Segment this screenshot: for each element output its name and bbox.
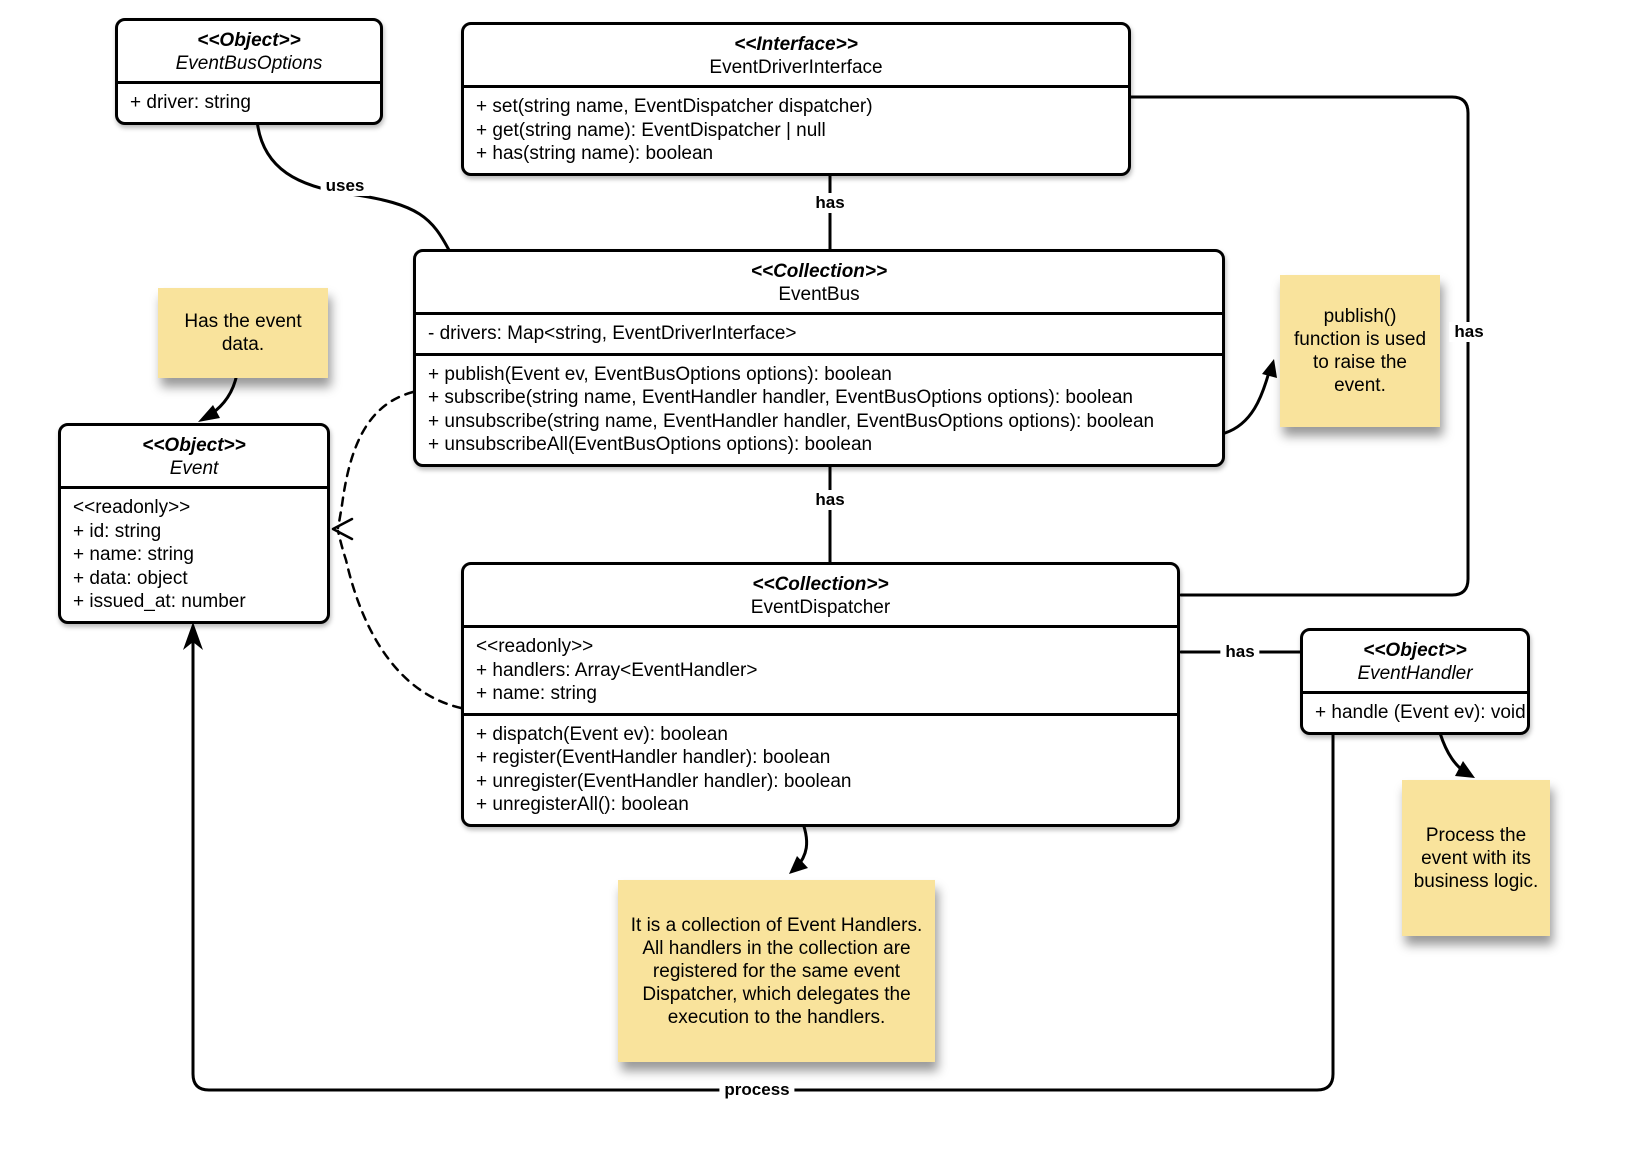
edge-label-uses: uses xyxy=(320,176,370,196)
class-method: + get(string name): EventDispatcher | nu… xyxy=(476,119,826,141)
class-stereotype: <<Interface>> xyxy=(734,34,858,55)
attributes-section: <<readonly>> + handlers: Array<EventHand… xyxy=(464,625,1177,713)
methods-section: + set(string name, EventDispatcher dispa… xyxy=(464,85,1128,173)
class-method: + unregisterAll(): boolean xyxy=(476,794,689,815)
class-name: Event xyxy=(169,458,219,479)
class-eventbus[interactable]: <<Collection>> EventBus - drivers: Map<s… xyxy=(413,249,1225,467)
class-attribute: <<readonly>> xyxy=(476,636,594,657)
edge-label-has-interface-dispatcher: has xyxy=(1449,322,1489,342)
note-has-event-data[interactable]: Has the event data. xyxy=(158,288,328,378)
class-header: <<Object>> Event xyxy=(61,426,327,486)
note-text: Has the event data. xyxy=(184,311,302,355)
class-attribute: + issued_at: number xyxy=(73,591,246,612)
note-process[interactable]: Process the event with its business logi… xyxy=(1402,780,1550,936)
class-stereotype: <<Object>> xyxy=(142,435,246,456)
class-attribute: + id: string xyxy=(73,520,162,542)
class-header: <<Object>> EventHandler xyxy=(1303,631,1527,691)
class-attribute: + data: object xyxy=(73,567,188,589)
class-header: <<Collection>> EventDispatcher xyxy=(464,565,1177,625)
class-method: + unsubscribe(string name, EventHandler … xyxy=(428,410,1155,432)
class-stereotype: <<Object>> xyxy=(1363,640,1467,661)
edge-label-has-driver: has xyxy=(810,193,850,213)
class-name: EventHandler xyxy=(1357,663,1473,684)
class-method: + publish(Event ev, EventBusOptions opti… xyxy=(428,363,892,385)
class-attribute: - drivers: Map<string, EventDriverInterf… xyxy=(428,323,797,344)
edge-label-has-handler: has xyxy=(1220,642,1260,662)
class-name: EventBus xyxy=(778,284,860,305)
class-stereotype: <<Collection>> xyxy=(752,574,889,595)
class-name: EventBusOptions xyxy=(175,53,323,74)
note-collection[interactable]: It is a collection of Event Handlers. Al… xyxy=(618,880,935,1062)
note-publish[interactable]: publish() function is used to raise the … xyxy=(1280,275,1440,427)
note-arrow-publish-head xyxy=(1262,359,1277,378)
class-attribute: + handle (Event ev): void xyxy=(1315,702,1526,723)
class-method: + set(string name, EventDispatcher dispa… xyxy=(476,96,873,117)
attributes-section: + driver: string xyxy=(118,81,380,122)
class-attribute: + handlers: Array<EventHandler> xyxy=(476,659,758,681)
note-text: It is a collection of Event Handlers. Al… xyxy=(630,914,923,1028)
edge-label-has-dispatcher: has xyxy=(810,490,850,510)
edge-event-dispatcher-dashed xyxy=(336,529,463,710)
edge-event-eventbus-dashed xyxy=(336,390,415,530)
class-method: + unregister(EventHandler handler): bool… xyxy=(476,770,852,792)
event-open-arrowhead xyxy=(331,517,354,541)
class-attribute: + name: string xyxy=(73,544,194,565)
class-attribute: + driver: string xyxy=(130,92,251,113)
class-eventbusoptions[interactable]: <<Object>> EventBusOptions + driver: str… xyxy=(115,18,383,125)
class-method: + subscribe(string name, EventHandler ha… xyxy=(428,387,1133,408)
class-stereotype: <<Collection>> xyxy=(750,261,888,282)
edge-has-interface-dispatcher xyxy=(1129,95,1470,597)
class-eventdispatcher[interactable]: <<Collection>> EventDispatcher <<readonl… xyxy=(461,562,1180,827)
class-attribute: + name: string xyxy=(476,683,597,704)
note-arrow-event-data-head xyxy=(198,405,220,422)
class-header: <<Object>> EventBusOptions xyxy=(118,21,380,81)
methods-section: + publish(Event ev, EventBusOptions opti… xyxy=(416,352,1222,464)
class-stereotype: <<Object>> xyxy=(197,30,301,51)
methods-section: + dispatch(Event ev): boolean + register… xyxy=(464,712,1177,824)
class-event[interactable]: <<Object>> Event <<readonly>> + id: stri… xyxy=(58,423,330,624)
edge-label-process: process xyxy=(719,1080,795,1100)
class-eventhandler[interactable]: <<Object>> EventHandler + handle (Event … xyxy=(1300,628,1530,735)
note-arrow-collection-head xyxy=(789,856,808,874)
note-arrow-publish xyxy=(1223,370,1271,435)
class-attribute: <<readonly>> xyxy=(73,497,191,518)
class-method: + dispatch(Event ev): boolean xyxy=(476,723,728,745)
class-eventdriverinterface[interactable]: <<Interface>> EventDriverInterface + set… xyxy=(461,22,1131,176)
attributes-section: - drivers: Map<string, EventDriverInterf… xyxy=(416,312,1222,353)
class-header: <<Collection>> EventBus xyxy=(416,252,1222,312)
class-method: + has(string name): boolean xyxy=(476,143,714,164)
process-arrowhead xyxy=(183,622,203,650)
class-method: + unsubscribeAll(EventBusOptions options… xyxy=(428,434,873,455)
note-arrow-process-head xyxy=(1455,761,1475,778)
class-header: <<Interface>> EventDriverInterface xyxy=(464,25,1128,85)
class-name: EventDriverInterface xyxy=(709,57,883,78)
class-method: + register(EventHandler handler): boolea… xyxy=(476,747,831,768)
attributes-section: <<readonly>> + id: string + name: string… xyxy=(61,486,327,621)
note-text: Process the event with its business logi… xyxy=(1413,824,1539,892)
note-text: publish() function is used to raise the … xyxy=(1293,306,1427,396)
attributes-section: + handle (Event ev): void xyxy=(1303,691,1527,732)
class-name: EventDispatcher xyxy=(750,597,891,618)
